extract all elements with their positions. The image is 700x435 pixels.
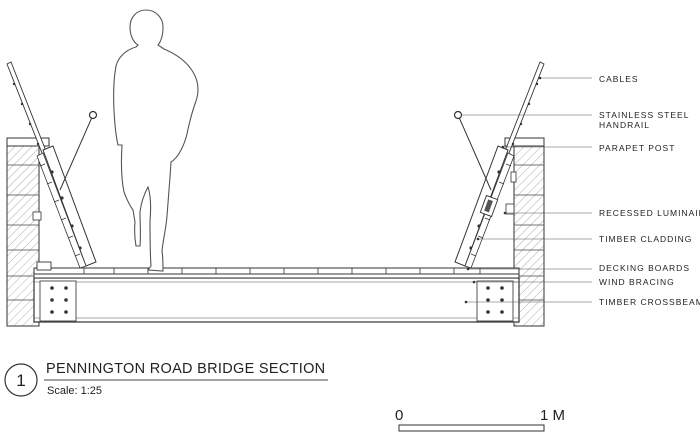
drawing-scale: Scale: 1:25: [47, 385, 102, 397]
title-block: 1 PENNINGTON ROAD BRIDGE SECTION Scale: …: [4, 361, 328, 397]
label-cables: CABLES: [599, 74, 639, 84]
decking-boards: [33, 267, 520, 275]
scale-bar: 0 1 M: [395, 407, 565, 432]
left-abutment: [6, 137, 50, 327]
person-silhouette: [113, 9, 199, 272]
left-post-base-bracket: [36, 261, 52, 271]
label-handrail: HANDRAIL: [599, 120, 650, 130]
timber-crossbeam: [33, 277, 520, 323]
scale-bar-rule: [398, 424, 545, 432]
label-wind-bracing: WIND BRACING: [599, 277, 675, 287]
recessed-luminaire: [479, 171, 517, 218]
scale-bar-end-label: 1 M: [540, 407, 565, 424]
label-recessed-luminaire: RECESSED LUMINAIRE: [599, 208, 700, 218]
label-parapet-post: PARAPET POST: [599, 143, 675, 153]
callout-dots: [464, 76, 542, 304]
left-handrail: [88, 110, 98, 120]
wind-bracing: [33, 273, 520, 279]
drawing-number: 1: [16, 371, 25, 390]
right-handrail: [453, 110, 463, 120]
scale-bar-start-label: 0: [395, 407, 403, 424]
left-parapet: [6, 61, 98, 269]
label-decking-boards: DECKING BOARDS: [599, 263, 690, 273]
callout-leaders: [461, 77, 592, 303]
drawing-number-circle: [4, 363, 38, 397]
label-timber-cladding: TIMBER CLADDING: [599, 234, 692, 244]
drawing-title: PENNINGTON ROAD BRIDGE SECTION: [46, 361, 325, 377]
label-timber-crossbeam: TIMBER CROSSBEAM: [599, 297, 700, 307]
label-stainless-steel: STAINLESS STEEL: [599, 110, 689, 120]
